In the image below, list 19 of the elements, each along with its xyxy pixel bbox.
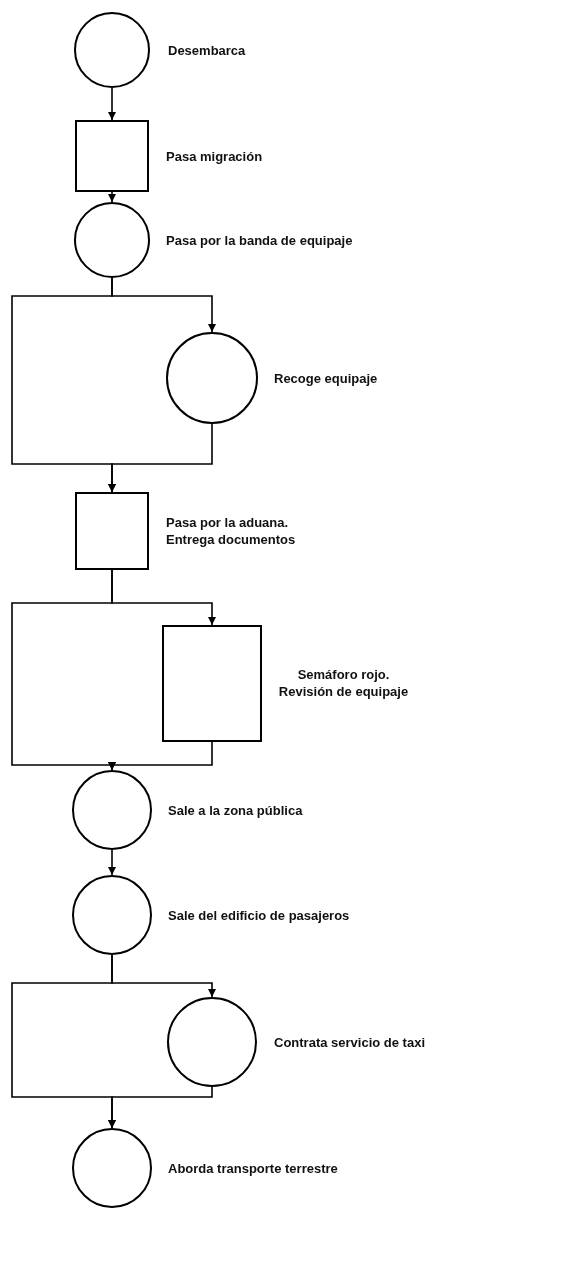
- step-caption: Pasa por la aduana. Entrega documentos: [166, 514, 297, 548]
- step-caption: Pasa migración: [166, 148, 263, 165]
- step-caption: Desembarca: [168, 42, 246, 59]
- process-box: [162, 625, 262, 742]
- step-caption: Sale del edificio de pasajeros: [168, 907, 350, 924]
- step-caption: Aborda transporte terrestre: [168, 1160, 338, 1177]
- arrow: [108, 1086, 213, 1129]
- arrow: [108, 741, 213, 771]
- step-caption: Semáforo rojo. Revisión de equipaje: [277, 666, 410, 700]
- process-box: [75, 492, 149, 570]
- arrow: [108, 87, 116, 121]
- arrow: [108, 191, 116, 203]
- step-caption: Pasa por la banda de equipaje: [166, 232, 353, 249]
- arrow: [108, 423, 213, 493]
- step-caption: Sale a la zona pública: [168, 802, 303, 819]
- step-caption: Contrata servicio de taxi: [274, 1034, 425, 1051]
- process-box: [75, 120, 149, 192]
- arrow: [108, 849, 116, 876]
- step-caption: Recoge equipaje: [274, 370, 378, 387]
